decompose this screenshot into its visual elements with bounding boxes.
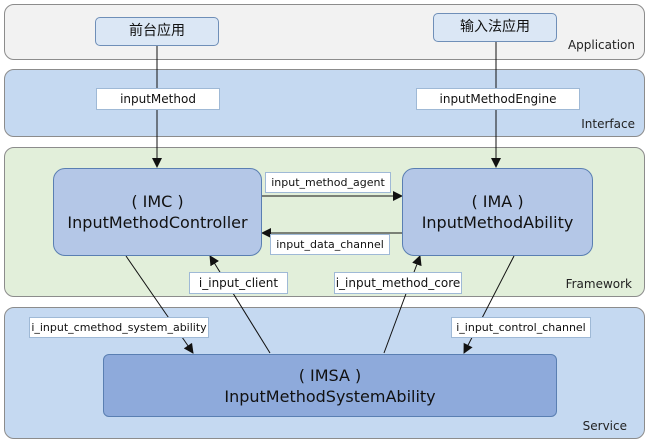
ima-component: ( IMA ) InputMethodAbility (402, 168, 593, 256)
imsa-name: InputMethodSystemAbility (224, 386, 436, 406)
interface-layer-label: Interface (581, 117, 635, 131)
imc-component: ( IMC ) InputMethodController (53, 168, 262, 256)
input-data-channel-label: input_data_channel (270, 234, 390, 255)
i-input-method-core-label: i_input_method_core (334, 272, 462, 294)
foreground-app-box: 前台应用 (95, 17, 219, 46)
i-input-cmethod-system-ability-label: i_input_cmethod_system_ability (29, 317, 209, 338)
i-input-control-channel-label: i_input_control_channel (451, 317, 591, 338)
imsa-abbr: ( IMSA ) (298, 365, 362, 385)
imc-name: InputMethodController (67, 213, 248, 232)
i-input-client-label: i_input_client (189, 272, 288, 294)
input-method-agent-label: input_method_agent (265, 172, 391, 193)
framework-layer-label: Framework (565, 277, 632, 291)
input-method-interface-label: inputMethod (96, 88, 220, 110)
imsa-component: ( IMSA ) InputMethodSystemAbility (103, 354, 557, 417)
ima-abbr: ( IMA ) (471, 192, 524, 211)
ime-app-box: 输入法应用 (433, 13, 557, 42)
input-method-engine-interface-label: inputMethodEngine (416, 88, 580, 110)
application-layer-label: Application (567, 38, 635, 52)
ima-name: InputMethodAbility (421, 213, 574, 232)
imc-abbr: ( IMC ) (131, 192, 184, 211)
service-layer-label: Service (582, 419, 627, 433)
